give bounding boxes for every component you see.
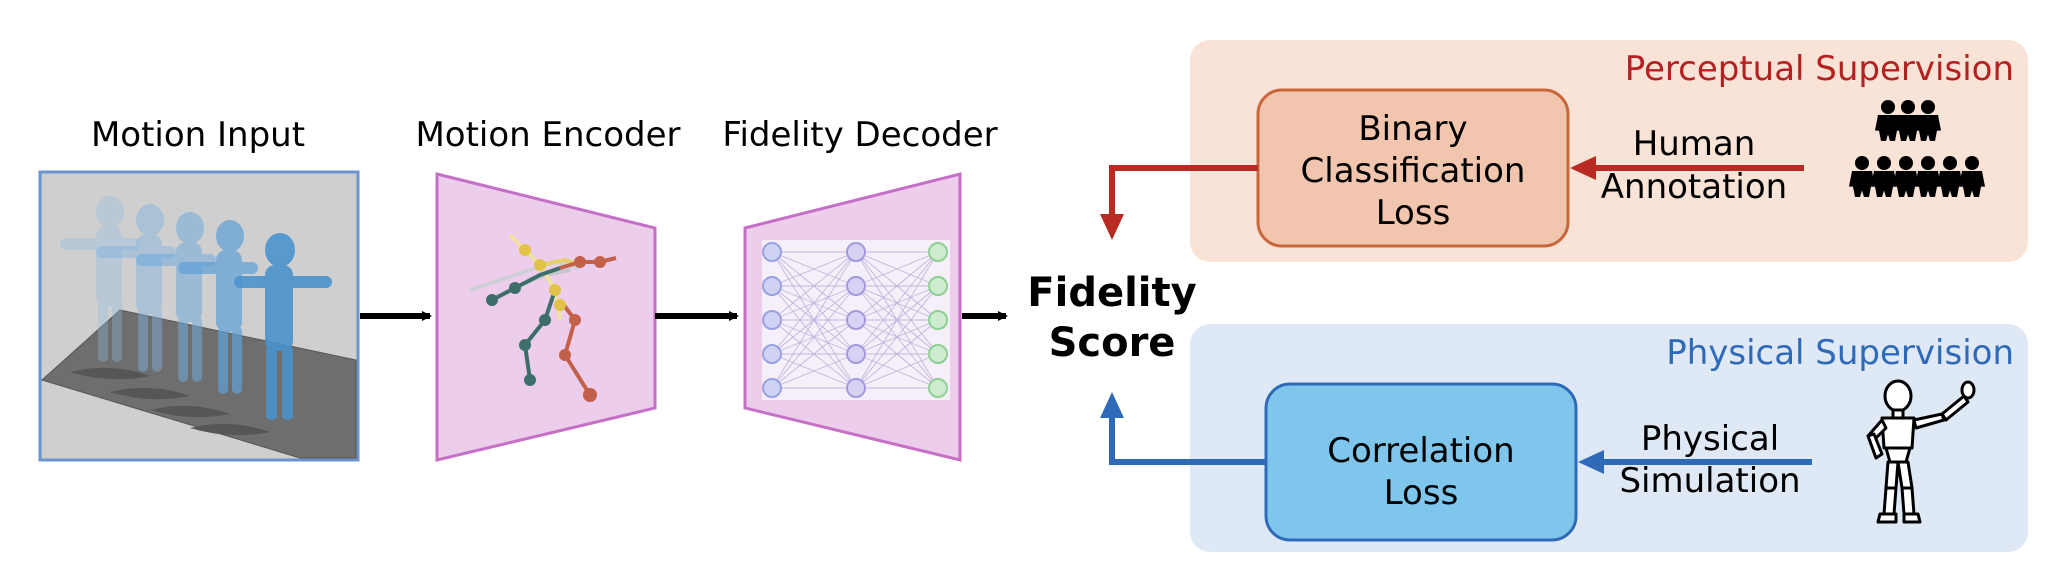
perceptual-supervision-panel: Perceptual Supervision Binary Classifica… [1190, 40, 2028, 262]
nn-edge [855, 251, 939, 287]
nn-node [846, 378, 866, 398]
nn-edge [771, 251, 857, 389]
fidelity-decoder-block [743, 172, 962, 462]
arrow-annotation-to-loss-head [1570, 156, 1596, 180]
mannequin-icon [1866, 379, 1976, 524]
nn-edge [855, 251, 939, 389]
nn-edge [771, 251, 857, 355]
nn-edge [855, 285, 939, 389]
physical-loss-line1: Correlation [1327, 431, 1514, 471]
human-figure-sequence [60, 196, 332, 420]
crowd-icon [1849, 100, 1985, 197]
nn-node [846, 344, 866, 364]
motion-encoder-label: Motion Encoder [415, 115, 680, 155]
nn-node [928, 344, 948, 364]
arrow-physical-loss-to-score [1109, 410, 1266, 465]
person-icon [1915, 100, 1941, 141]
nn-edge [771, 319, 857, 389]
person-icon [1915, 156, 1941, 197]
physical-simulation-line1: Physical [1641, 419, 1779, 459]
arrow-physical-loss-to-score-head [1100, 392, 1124, 418]
motion-input-label: Motion Input [91, 115, 305, 155]
arrow-perceptual-loss-to-score [1109, 165, 1258, 222]
person-icon [1849, 156, 1875, 197]
fidelity-score-line2: Score [1049, 320, 1176, 366]
physical-supervision-title: Physical Supervision [1666, 333, 2014, 373]
nn-edge [855, 251, 939, 355]
person-icon [1875, 100, 1901, 141]
perceptual-loss-line1: Binary [1358, 109, 1467, 149]
human-annotation-line2: Annotation [1601, 167, 1787, 207]
person-icon [1959, 156, 1985, 197]
fidelity-decoder-label: Fidelity Decoder [722, 115, 997, 155]
physical-simulation-line2: Simulation [1619, 461, 1800, 501]
perceptual-supervision-title: Perceptual Supervision [1625, 49, 2014, 89]
person-icon [1893, 156, 1919, 197]
physical-loss-line2: Loss [1384, 473, 1459, 513]
motion-input-image [38, 170, 360, 462]
nn-node [928, 378, 948, 398]
nn-node [846, 242, 866, 262]
nn-edge [855, 319, 939, 389]
nn-edge [771, 285, 857, 389]
neural-network-icon [762, 240, 950, 400]
nn-node [928, 242, 948, 262]
nn-edge [771, 251, 857, 287]
person-icon [1871, 156, 1897, 197]
motion-encoder-block [435, 172, 657, 462]
perceptual-loss-line2: Classification [1301, 151, 1526, 191]
nn-node [762, 378, 782, 398]
nn-node [928, 310, 948, 330]
nn-node [762, 344, 782, 364]
nn-edge [855, 353, 939, 389]
fidelity-score-line1: Fidelity [1027, 270, 1196, 316]
nn-edge [771, 251, 857, 321]
nn-edge [771, 353, 857, 389]
nn-node [846, 276, 866, 296]
physical-supervision-panel: Physical Supervision Correlation Loss Ph… [1190, 324, 2028, 552]
nn-node [762, 310, 782, 330]
person-icon [1895, 100, 1921, 141]
arrow-perceptual-loss-to-score-head [1100, 214, 1124, 240]
nn-edge [855, 251, 939, 321]
nn-node [762, 276, 782, 296]
arrow-simulation-to-loss-head [1578, 450, 1604, 474]
person-icon [1937, 156, 1963, 197]
nn-node [762, 242, 782, 262]
skeleton-icon [469, 233, 617, 402]
nn-node [928, 276, 948, 296]
human-annotation-line1: Human [1633, 124, 1756, 164]
perceptual-loss-line3: Loss [1376, 193, 1451, 233]
nn-node [846, 310, 866, 330]
